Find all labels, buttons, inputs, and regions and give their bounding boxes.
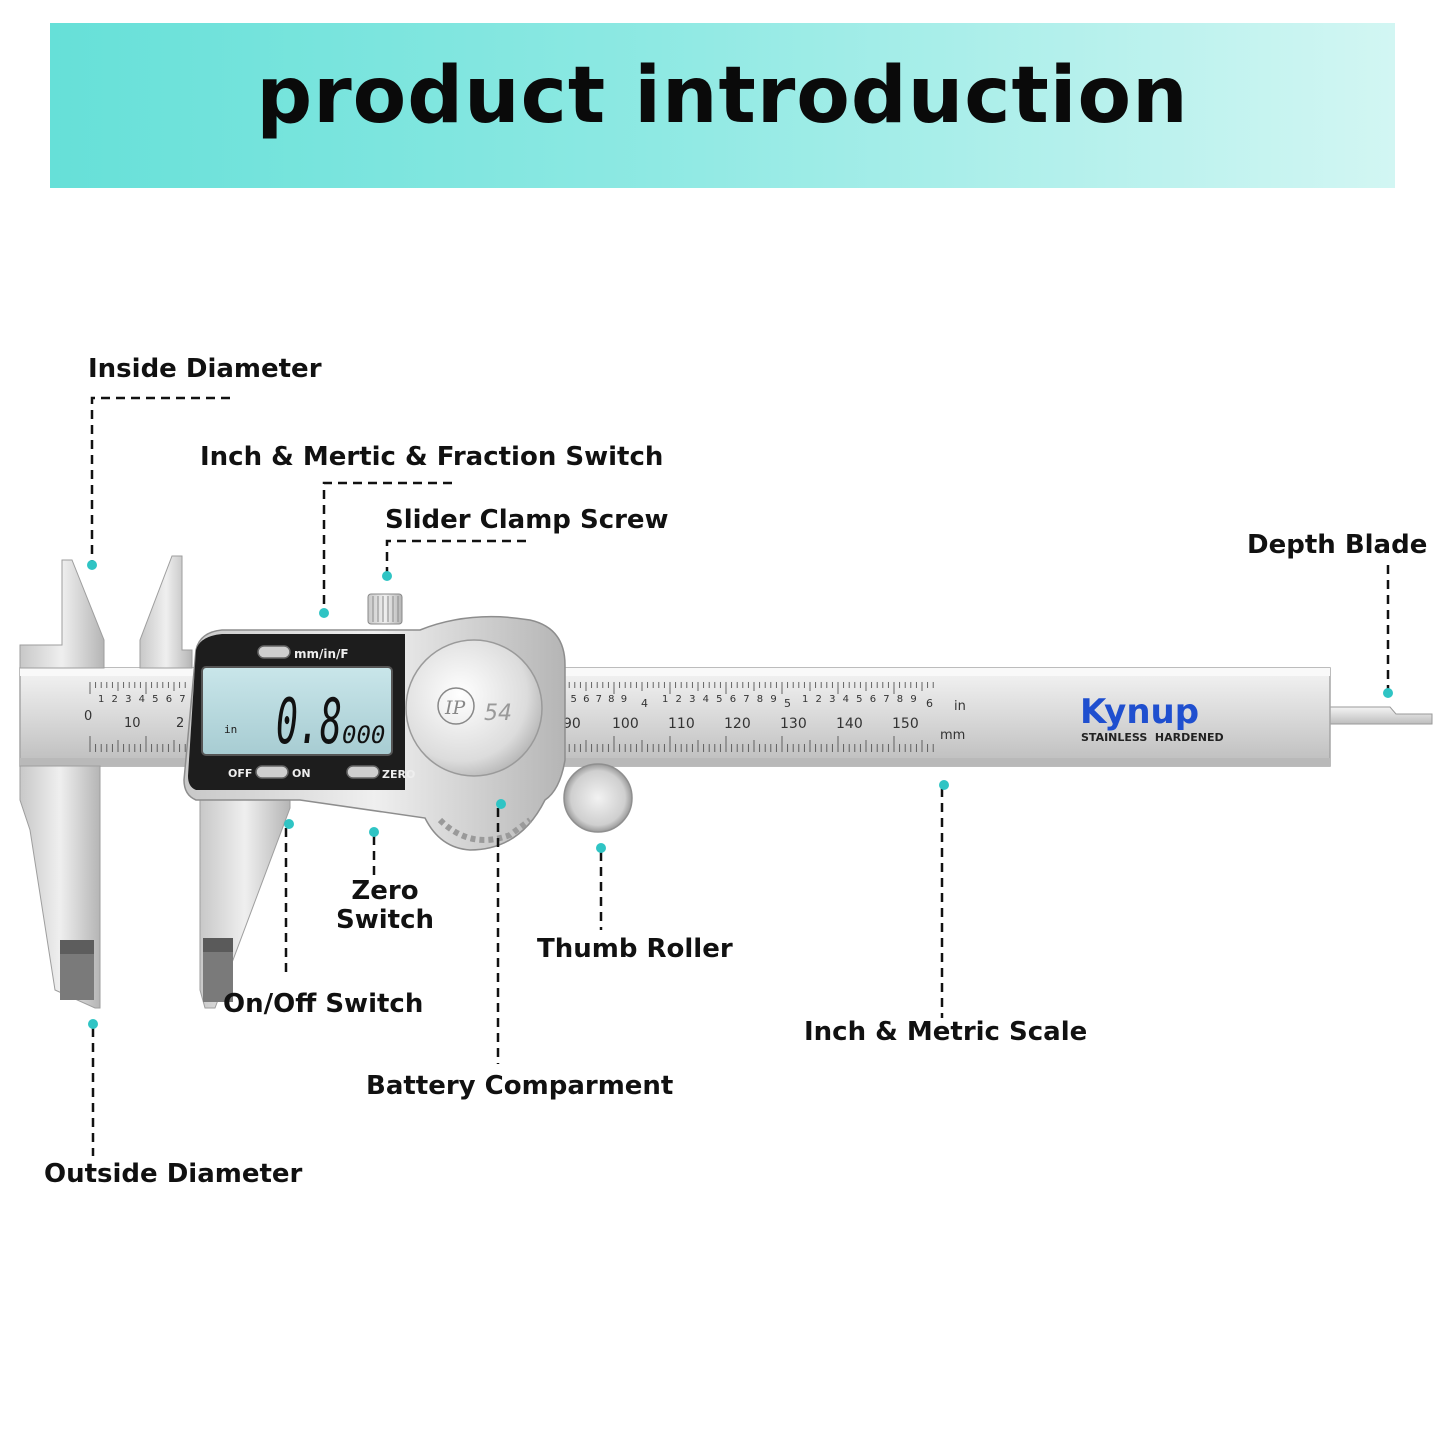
lcd-display: in 0.8 000 [201,666,393,758]
off-label: OFF [228,767,252,780]
lcd-main-value: 0.8 [276,685,342,758]
label-zero-switch: Zero Switch [330,877,440,934]
zero-label: ZERO [382,768,415,781]
mm-number-10: 10 [124,716,141,731]
mm-number-140: 140 [836,716,863,732]
inch-major-4: 4 [641,697,648,710]
mm-numbers-right: 90 100 110 120 130 140 150 [563,716,919,732]
mm-number-90: 90 [563,716,581,732]
inch-digits-left: 1 2 3 4 5 6 7 [98,694,188,705]
label-battery: Battery Comparment [366,1071,674,1101]
ip-number: 54 [484,701,512,726]
scale-unit-in: in [954,699,966,714]
mm-number-2: 2 [176,716,184,731]
page-title: product introduction [256,51,1189,141]
inch-digits-right-a: 4 5 6 7 8 9 [558,694,629,705]
inch-major-6: 6 [926,697,933,710]
thumb-roller[interactable] [563,763,633,833]
fixed-jaw [19,559,105,1009]
scale-unit-mm: mm [940,728,965,743]
mm-number-110: 110 [668,716,695,732]
lcd-small-value: 000 [342,721,385,749]
label-scale: Inch & Metric Scale [804,1017,1088,1047]
sliding-upper-jaw [139,555,193,669]
brand-logo: Kynup STAINLESS HARDENED [1080,692,1224,744]
on-label: ON [292,767,311,780]
mode-button-label: mm/in/F [294,647,349,661]
mode-button[interactable]: mm/in/F [257,645,349,661]
on-off-switch[interactable]: OFF ON [228,765,311,780]
label-outside-diameter: Outside Diameter [44,1159,303,1189]
ip-label: IP [444,697,467,719]
mm-number-100: 100 [612,716,639,732]
zero-button[interactable]: ZERO [346,765,415,781]
brand-name: Kynup [1080,692,1199,732]
mm-number-0: 0 [84,709,92,724]
mm-number-150: 150 [892,716,919,732]
mm-number-130: 130 [780,716,807,732]
brand-subtitle: STAINLESS HARDENED [1081,731,1224,744]
inch-major-5: 5 [784,697,791,710]
label-slider-clamp: Slider Clamp Screw [385,505,669,535]
title-banner: product introduction [50,23,1395,188]
lcd-unit: in [224,723,237,736]
label-zero-switch-line1: Zero [351,876,419,906]
inch-digits-right-c: 1 2 3 4 5 6 7 8 9 [802,694,919,705]
depth-blade [1329,706,1433,725]
mm-number-120: 120 [724,716,751,732]
inch-digits-right-b: 1 2 3 4 5 6 7 8 9 [662,694,779,705]
accent-dots [87,560,1393,1029]
label-depth-blade: Depth Blade [1247,530,1428,560]
label-zero-switch-line2: Switch [335,904,434,935]
sliding-lower-jaw [199,789,291,1009]
label-inside-diameter: Inside Diameter [88,354,322,384]
metric-scale [89,682,186,752]
leader-lines [90,396,1390,1156]
slider-clamp-screw [367,593,403,625]
label-thumb-roller: Thumb Roller [537,934,733,964]
label-fraction-switch: Inch & Mertic & Fraction Switch [200,442,664,472]
metric-scale-right [557,682,934,752]
label-on-off-switch: On/Off Switch [223,989,424,1019]
battery-compartment: IP 54 [405,639,543,843]
